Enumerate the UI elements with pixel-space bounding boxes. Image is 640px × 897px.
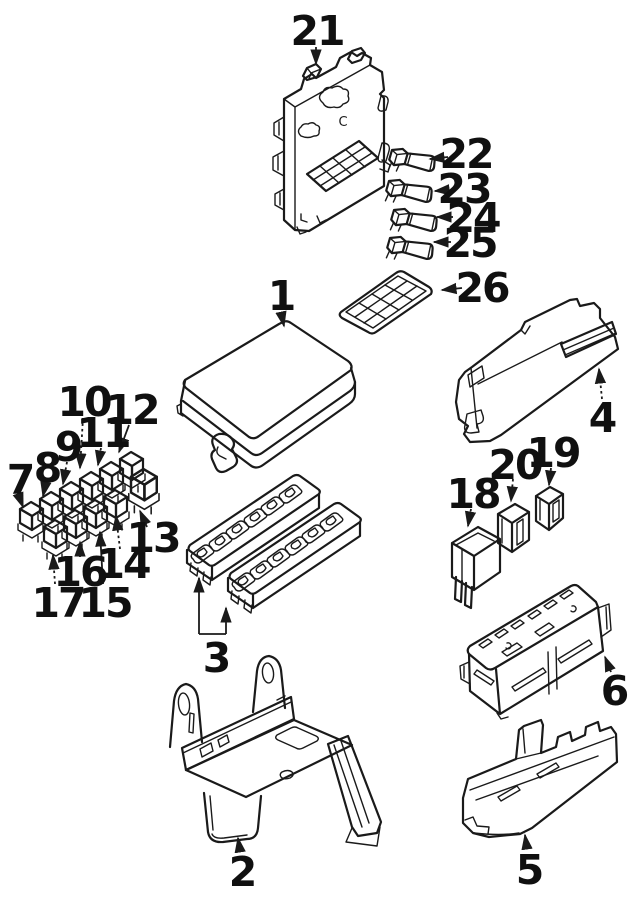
callout-26[interactable]: 26	[455, 264, 511, 312]
callout-22[interactable]: 22	[439, 130, 494, 178]
callout-7[interactable]: 7	[7, 456, 36, 504]
part-3-fuse-strips-drawing	[187, 475, 361, 613]
callout-3[interactable]: 3	[203, 634, 232, 682]
part-2-bracket-drawing	[168, 654, 383, 847]
callout-19[interactable]: 19	[526, 429, 581, 477]
callout-23[interactable]: 23	[437, 165, 492, 213]
callout-10[interactable]: 10	[57, 378, 113, 426]
part-19-fuse-drawing	[534, 485, 565, 532]
callout-4[interactable]: 4	[589, 394, 618, 442]
callout-20[interactable]: 20	[488, 441, 544, 489]
part-4-cover-drawing	[454, 297, 620, 444]
part-26-label-plate-drawing	[338, 270, 433, 335]
callout-5[interactable]: 5	[516, 846, 545, 894]
part-23-relay-drawing	[382, 174, 435, 214]
callout-6[interactable]: 6	[601, 667, 630, 715]
part-6-relay-box-drawing	[459, 583, 612, 720]
callout-24[interactable]: 24	[446, 194, 502, 242]
part-24-relay-drawing	[387, 203, 440, 243]
callout-13[interactable]: 13	[126, 514, 181, 562]
leader-lines	[12, 47, 616, 854]
part-22-relay-drawing	[385, 143, 438, 183]
callout-2[interactable]: 2	[229, 848, 258, 896]
part-21-c-marking: C	[338, 115, 347, 130]
part-25-relay-drawing	[383, 231, 436, 271]
callouts: 1 2 3 4 5 6 7 8 9 10 11 12 13 14 15 16 1…	[7, 7, 630, 896]
callout-12[interactable]: 12	[105, 386, 160, 434]
part-1-cover-drawing	[176, 320, 357, 474]
part-21-junction-block-drawing: C	[272, 46, 391, 235]
callout-14[interactable]: 14	[96, 540, 152, 588]
callout-1[interactable]: 1	[268, 272, 297, 320]
callout-8[interactable]: 8	[34, 444, 63, 492]
callout-17[interactable]: 17	[31, 579, 86, 627]
part-5-bracket-drawing	[461, 718, 619, 839]
callout-9[interactable]: 9	[55, 423, 84, 471]
callout-21[interactable]: 21	[290, 7, 345, 55]
part-20-fuse-drawing	[496, 502, 531, 554]
callout-18[interactable]: 18	[446, 470, 501, 518]
callout-11[interactable]: 11	[76, 409, 131, 457]
callout-15[interactable]: 15	[78, 579, 133, 627]
callout-25[interactable]: 25	[443, 219, 498, 267]
part-18-fuse-drawing	[450, 525, 502, 610]
callout-16[interactable]: 16	[53, 548, 109, 596]
